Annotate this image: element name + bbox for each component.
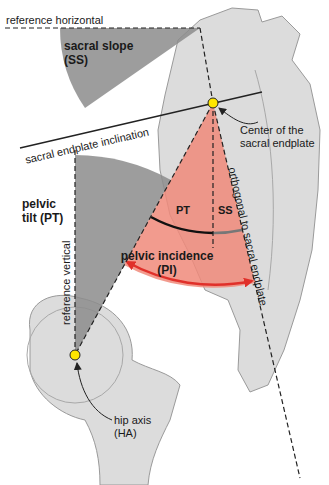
vertical-dashed xyxy=(212,103,213,248)
angle-label: sacral slope (SS) xyxy=(64,40,144,68)
point-label: hip axis (HA) xyxy=(114,414,174,439)
ss-arc xyxy=(213,230,242,233)
pi-arrow xyxy=(127,262,252,285)
femur-outline xyxy=(29,295,180,485)
leader-hip xyxy=(77,363,112,420)
line-label: reference horizontal xyxy=(6,14,103,27)
point-label: Center of the sacral endplate xyxy=(240,124,325,149)
reference-vertical xyxy=(74,150,75,355)
hip-axis-dot xyxy=(70,350,80,360)
endplate-center-dot xyxy=(208,98,218,108)
pt-arc xyxy=(151,217,213,233)
orthogonal-line xyxy=(213,103,300,478)
reference-horizontal xyxy=(5,27,200,28)
angle-label: pelvic incidence (PI) xyxy=(120,250,214,278)
angle-abbrev: SS xyxy=(218,204,233,217)
angle-abbrev: PT xyxy=(176,204,190,217)
line-label: reference vertical xyxy=(60,241,73,325)
leader-center xyxy=(219,108,258,124)
sacral-slope-wedge xyxy=(60,28,200,108)
angle-label: pelvic tilt (PT) xyxy=(22,198,70,226)
